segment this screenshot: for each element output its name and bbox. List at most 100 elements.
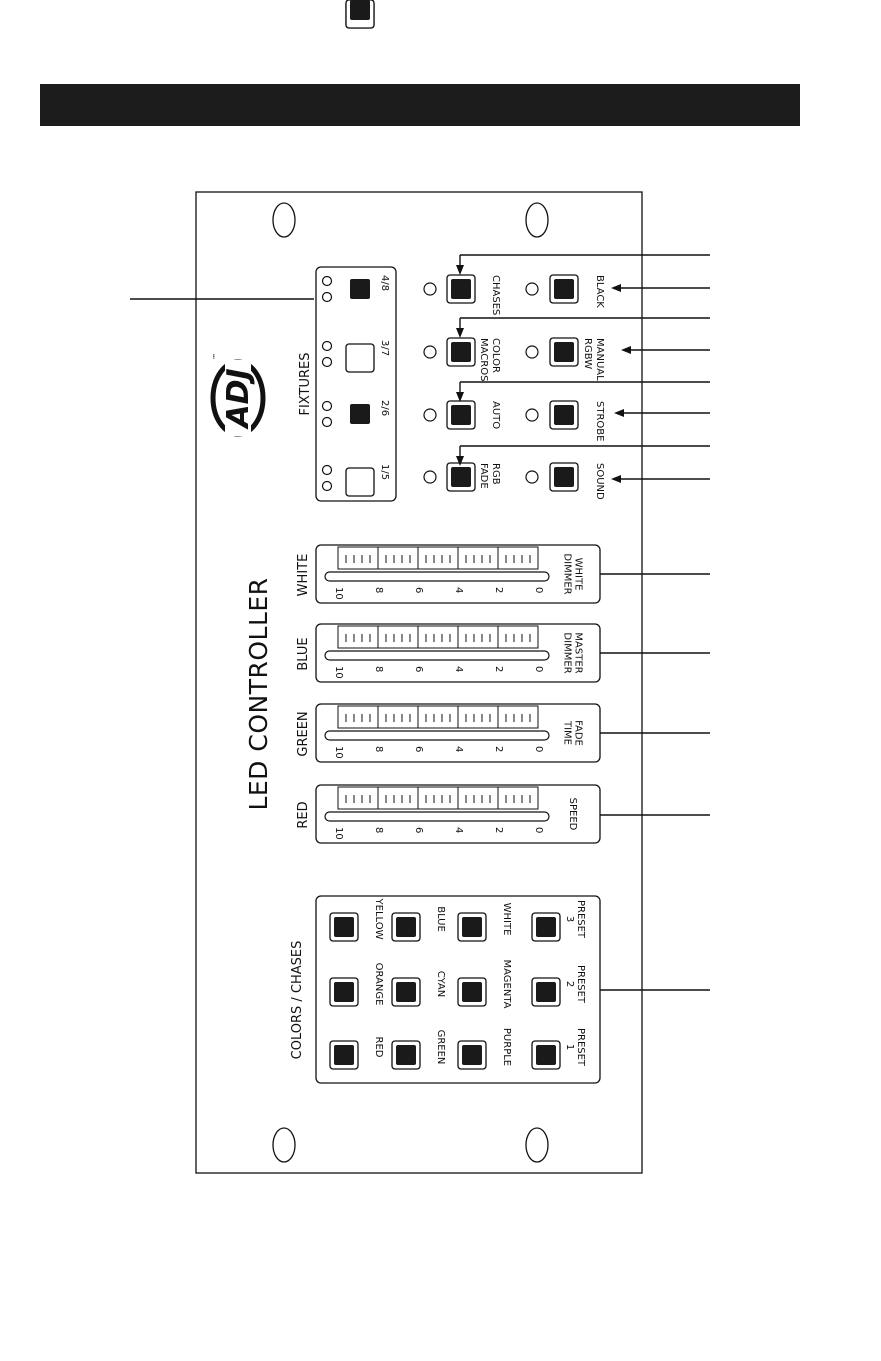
auto-button[interactable] — [451, 405, 471, 425]
color-label-preset-1: PRESET — [575, 1028, 586, 1067]
fixtures-title: FIXTURES — [298, 353, 313, 416]
controller-panel — [195, 191, 643, 1174]
fixture-led — [321, 275, 333, 287]
fader-function-label: WHITE — [573, 558, 584, 591]
color-button-red[interactable] — [334, 1045, 354, 1065]
fader-scale — [337, 546, 539, 570]
fader-tick-label: 8 — [373, 587, 384, 593]
color-macros-button[interactable] — [451, 342, 471, 362]
color-label-orange: ORANGE — [373, 963, 384, 1006]
fader-tick-label: 0 — [533, 666, 544, 672]
color-button-preset-1[interactable] — [536, 1045, 556, 1065]
color-label-preset-2: PRESET — [575, 965, 586, 1004]
fader-tick-label: 2 — [493, 827, 504, 833]
manual-rgbw-button[interactable] — [554, 342, 574, 362]
brand-logo: ADJ ™ — [210, 353, 266, 437]
arrowhead-icon — [621, 346, 631, 354]
color-button-preset-2[interactable] — [536, 982, 556, 1002]
fixture-button-2-bezel — [345, 343, 375, 373]
color-label-yellow: YELLOW — [373, 898, 384, 940]
color-button-yellow[interactable] — [334, 917, 354, 937]
chases-button[interactable] — [451, 279, 471, 299]
color-label-green: GREEN — [435, 1030, 446, 1065]
manual-rgbw-label: MANUAL — [594, 338, 605, 381]
color-button-purple[interactable] — [462, 1045, 482, 1065]
color-button-green[interactable] — [396, 1045, 416, 1065]
manual-rgbw-label: RGBW — [582, 338, 593, 369]
status-led-strobe — [525, 408, 539, 422]
fader-tick-label: 6 — [413, 746, 424, 752]
fader-tick-label: 2 — [493, 587, 504, 593]
fader-function-label: FADE — [573, 720, 584, 746]
fader-tick-label: 6 — [413, 666, 424, 672]
auto-label: AUTO — [490, 401, 501, 429]
fixture-button-1-bezel — [345, 467, 375, 497]
fader-slot[interactable] — [324, 730, 550, 741]
fader-channel-label: BLUE — [296, 637, 311, 670]
fader-tick-label: 4 — [453, 587, 464, 593]
fader-tick-label: 4 — [453, 746, 464, 752]
mounting-hole — [272, 202, 296, 238]
rgb-fade-label: RGB — [490, 463, 501, 485]
color-button-blue[interactable] — [396, 917, 416, 937]
fader-tick-label: 8 — [373, 666, 384, 672]
rgb-fade-label: FADE — [478, 463, 489, 489]
fixture-led — [321, 340, 333, 352]
fixture-led — [321, 464, 333, 476]
color-button-preset-3[interactable] — [536, 917, 556, 937]
fixture-button-4[interactable] — [350, 0, 370, 20]
status-led-sound — [525, 470, 539, 484]
sound-button[interactable] — [554, 467, 574, 487]
sound-label: SOUND — [594, 463, 605, 500]
fixture-led — [321, 400, 333, 412]
color-button-magenta[interactable] — [462, 982, 482, 1002]
status-led-black — [525, 282, 539, 296]
status-led-color-macros — [423, 345, 437, 359]
color-button-white[interactable] — [462, 917, 482, 937]
fader-tick-label: 10 — [333, 746, 344, 759]
fader-slot[interactable] — [324, 811, 550, 822]
fixture-led — [321, 291, 333, 303]
color-label-preset-1: 1 — [564, 1044, 575, 1050]
color-label-cyan: CYAN — [435, 971, 446, 997]
fader-tick-label: 8 — [373, 746, 384, 752]
black-button[interactable] — [554, 279, 574, 299]
arrowhead-icon — [456, 456, 464, 466]
fixture-led — [321, 356, 333, 368]
color-button-orange[interactable] — [334, 982, 354, 1002]
fixture-label: 3/7 — [379, 340, 390, 356]
strobe-button[interactable] — [554, 405, 574, 425]
page-title: LED CONTROLLER — [244, 577, 273, 810]
chases-label: CHASES — [490, 275, 501, 315]
arrowhead-icon — [614, 409, 624, 417]
status-led-manual-rgbw — [525, 345, 539, 359]
color-label-preset-2: 2 — [564, 981, 575, 987]
fader-scale — [337, 705, 539, 729]
color-label-preset-3: PRESET — [575, 900, 586, 939]
rgb-fade-button[interactable] — [451, 467, 471, 487]
fader-tick-label: 0 — [533, 587, 544, 593]
status-led-auto — [423, 408, 437, 422]
fader-tick-label: 6 — [413, 587, 424, 593]
mounting-hole — [525, 202, 549, 238]
fixture-label: 2/6 — [379, 400, 390, 416]
fixture-button-2[interactable] — [350, 279, 370, 299]
fader-channel-label: WHITE — [296, 554, 311, 597]
fader-tick-label: 10 — [333, 666, 344, 679]
color-label-purple: PURPLE — [501, 1028, 512, 1066]
fixture-button-1[interactable] — [350, 404, 370, 424]
fixture-led — [321, 416, 333, 428]
fixture-label: 4/8 — [379, 275, 390, 291]
fader-tick-label: 10 — [333, 827, 344, 840]
color-button-cyan[interactable] — [396, 982, 416, 1002]
fader-tick-label: 6 — [413, 827, 424, 833]
fader-slot[interactable] — [324, 571, 550, 582]
trademark-mark: ™ — [212, 353, 220, 360]
fader-slot[interactable] — [324, 650, 550, 661]
fader-tick-label: 8 — [373, 827, 384, 833]
fader-tick-label: 2 — [493, 746, 504, 752]
